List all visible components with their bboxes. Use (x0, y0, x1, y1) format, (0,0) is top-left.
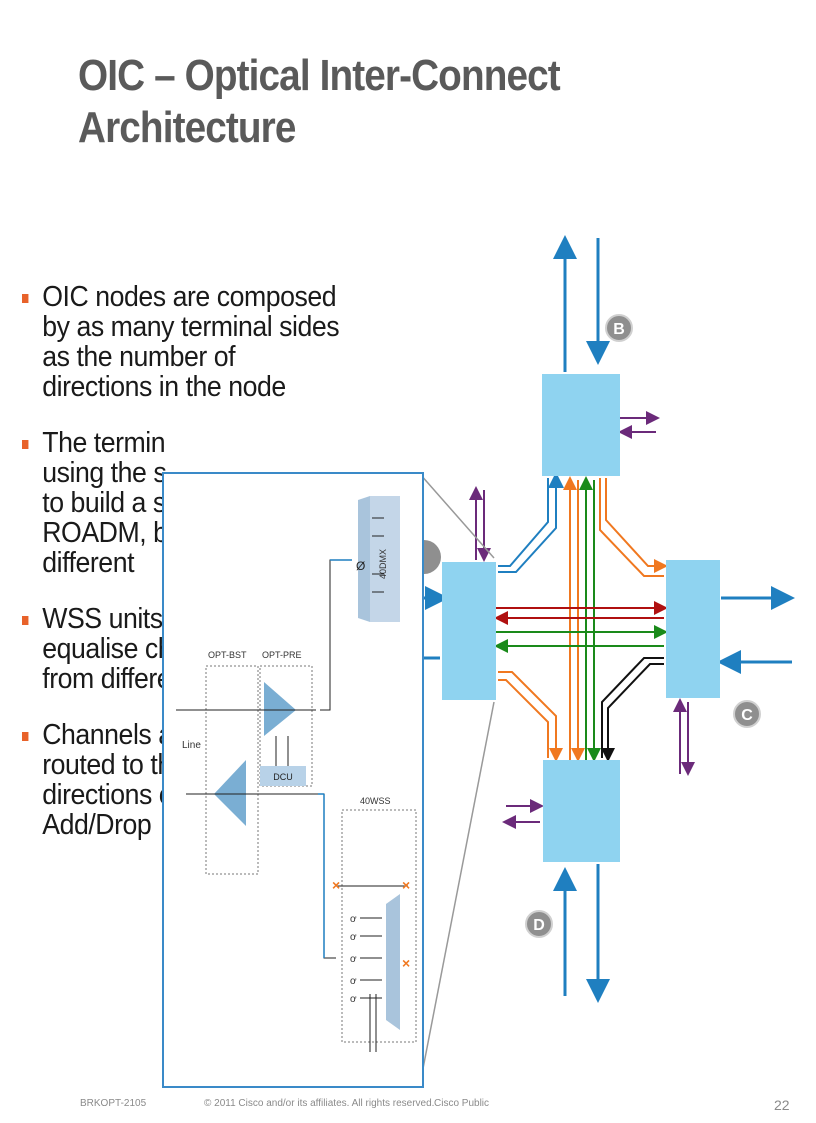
bullet-line: ROADM, b (42, 517, 168, 549)
bullet-line: directions c (42, 779, 172, 811)
bullet-line: to build a s (42, 487, 166, 519)
badge-b: B (605, 314, 633, 342)
node-bottom (543, 760, 620, 862)
line-label: Line (182, 740, 201, 751)
line-connections (176, 559, 352, 959)
badge-c: C (733, 700, 761, 728)
footer-classification: Cisco Public (434, 1098, 490, 1109)
node-left (442, 562, 496, 700)
dmx-label: 40DMX (378, 549, 388, 579)
svg-text:ơ: ơ (350, 976, 357, 987)
footer-copyright: © 2011 Cisco and/or its affiliates. All … (204, 1098, 435, 1109)
slide-title: OIC – Optical Inter-Connect Architecture (78, 50, 561, 154)
svg-text:B: B (613, 321, 625, 338)
bullet-item: The termin using the s to build a s ROAD… (22, 428, 353, 578)
title-line-1: OIC – Optical Inter-Connect (78, 51, 561, 100)
svg-text:ơ: ơ (350, 954, 357, 965)
bullet-item: Channels a routed to th directions c Add… (22, 720, 353, 840)
bullet-line: Channels a (42, 719, 173, 751)
wss-inputs (336, 885, 408, 1052)
bullet-line: The termin (42, 427, 166, 459)
opt-bst-label: OPT-BST (208, 650, 247, 660)
opt-pre-label: OPT-PRE (262, 650, 302, 660)
bullet-line: different (42, 547, 135, 579)
svg-text:ơ: ơ (350, 914, 357, 925)
node-right (666, 560, 720, 698)
bullet-marker (22, 440, 29, 449)
bullet-line: as the number of (42, 341, 236, 373)
terminal-side-detail-inset: 40DMX Ø OPT-BST OPT-PRE DCU Line 40WSS (162, 472, 424, 1088)
bullet-marker (22, 732, 29, 741)
wss-label: 40WSS (360, 796, 391, 806)
badge-d: D (525, 910, 553, 938)
svg-text:×: × (402, 955, 410, 971)
dmx-outputs (372, 517, 384, 593)
footer-code: BRKOPT-2105 (80, 1098, 147, 1109)
bullet-line: by as many terminal sides (42, 311, 340, 343)
page-number: 22 (774, 1097, 790, 1113)
add-drop-arrows (469, 411, 695, 829)
bullet-line: directions in the node (42, 371, 286, 403)
bullet-marker (22, 294, 29, 303)
svg-text:Ø: Ø (356, 559, 365, 573)
bullet-marker (22, 616, 29, 625)
bullet-line: using the s (42, 457, 167, 489)
bullet-line: equalise ch (42, 633, 173, 665)
svg-text:ơ: ơ (350, 994, 357, 1005)
bullet-item: WSS units equalise ch from differe (22, 604, 353, 694)
svg-text:C: C (741, 707, 753, 724)
title-line-2: Architecture (78, 103, 296, 152)
bullet-line: Add/Drop (42, 809, 152, 841)
external-links (424, 235, 795, 1003)
internal-connections (494, 472, 668, 762)
bullet-line: OIC nodes are composed (42, 281, 337, 313)
node-top (542, 374, 620, 476)
bullet-line: from differe (42, 663, 172, 695)
bullet-line: WSS units (42, 603, 163, 635)
svg-text:×: × (332, 877, 340, 893)
svg-text:ơ: ơ (350, 932, 357, 943)
terminal-side-schematic: 40DMX Ø OPT-BST OPT-PRE DCU Line 40WSS (176, 496, 417, 1052)
bullet-line: routed to th (42, 749, 172, 781)
bullet-item: OIC nodes are composed by as many termin… (22, 282, 353, 402)
svg-text:×: × (402, 877, 410, 893)
bullet-list: OIC nodes are composed by as many termin… (22, 282, 382, 866)
vaos: ơơơ ơơ (350, 914, 357, 1005)
dcu-label: DCU (273, 772, 293, 782)
svg-text:D: D (533, 917, 545, 934)
